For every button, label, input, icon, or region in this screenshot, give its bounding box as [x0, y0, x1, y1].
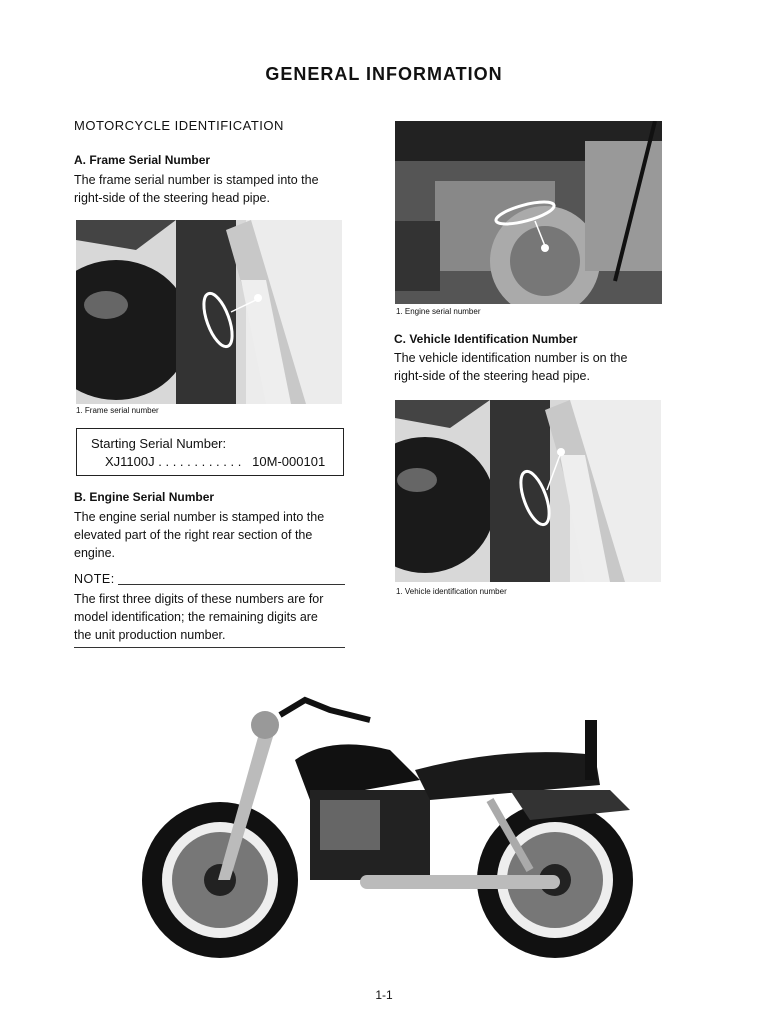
- engine-case-photo-icon: [395, 121, 662, 304]
- engine-serial-caption: 1. Engine serial number: [396, 307, 481, 316]
- note-label: NOTE:: [74, 572, 115, 586]
- vin-photo: [395, 400, 661, 582]
- frame-serial-photo: [76, 220, 342, 404]
- frame-serial-text: The frame serial number is stamped into …: [74, 171, 319, 207]
- steering-head-photo-icon: [395, 400, 661, 582]
- motorcycle-photo-icon: [130, 690, 636, 965]
- steering-head-photo-icon: [76, 220, 342, 404]
- vin-text: The vehicle identification number is on …: [394, 349, 627, 385]
- starting-serial-box: Starting Serial Number: XJ1100J . . . . …: [76, 428, 344, 476]
- engine-serial-text: The engine serial number is stamped into…: [74, 508, 324, 562]
- frame-serial-line-2: right-side of the steering head pipe.: [74, 191, 270, 205]
- starting-serial-row: XJ1100J . . . . . . . . . . . . 10M-0001…: [91, 453, 343, 471]
- page-title: GENERAL INFORMATION: [265, 64, 503, 84]
- starting-serial-label: Starting Serial Number:: [91, 436, 227, 451]
- starting-serial-number: 10M-000101: [252, 454, 326, 469]
- frame-serial-caption: 1. Frame serial number: [76, 406, 159, 415]
- note-text: The first three digits of these numbers …: [74, 590, 323, 644]
- vin-caption: 1. Vehicle identification number: [396, 587, 507, 596]
- frame-serial-line-1: The frame serial number is stamped into …: [74, 173, 319, 187]
- engine-serial-heading: B. Engine Serial Number: [74, 490, 215, 504]
- vin-line-2: right-side of the steering head pipe.: [394, 369, 590, 383]
- engine-serial-line-3: engine.: [74, 546, 116, 560]
- engine-serial-line-1: The engine serial number is stamped into…: [74, 510, 325, 524]
- vin-line-1: The vehicle identification number is on …: [394, 351, 628, 365]
- engine-serial-photo: [395, 121, 662, 304]
- note-rule: [118, 584, 345, 585]
- section-title: MOTORCYCLE IDENTIFICATION: [74, 118, 284, 133]
- note-line-2: model identification; the remaining digi…: [74, 610, 318, 624]
- engine-serial-line-2: elevated part of the right rear section …: [74, 528, 313, 542]
- motorcycle-photo: [130, 690, 636, 965]
- note-line-3: the unit production number.: [74, 628, 226, 642]
- note-line-1: The first three digits of these numbers …: [74, 592, 324, 606]
- note-bottom-rule: [74, 647, 345, 648]
- frame-serial-heading: A. Frame Serial Number: [74, 153, 211, 167]
- starting-serial-model: XJ1100J: [105, 454, 155, 469]
- vin-heading: C. Vehicle Identification Number: [394, 332, 578, 346]
- page-number: 1-1: [375, 988, 393, 1002]
- starting-serial-dots: . . . . . . . . . . . .: [154, 454, 242, 469]
